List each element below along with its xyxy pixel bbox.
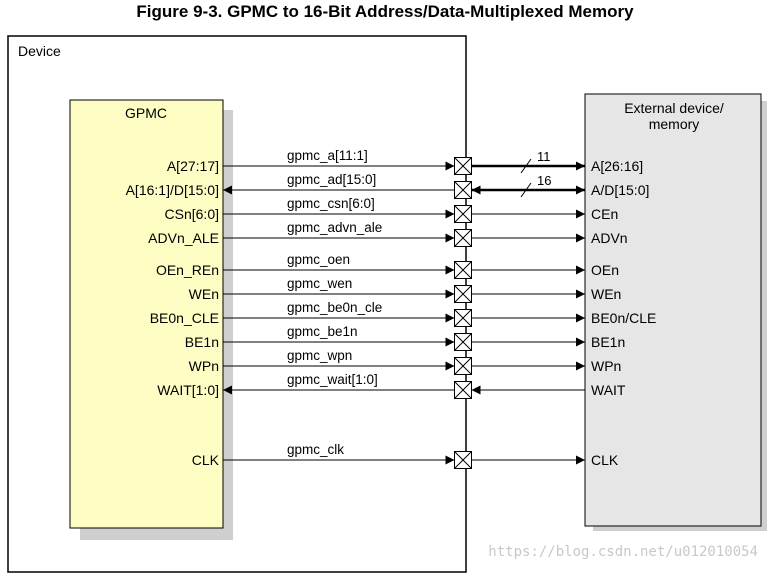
io-pad-cross	[454, 285, 472, 303]
signal-name: gpmc_wen	[287, 276, 352, 291]
signal-name: gpmc_clk	[287, 442, 344, 457]
gpmc-pin-label: ADVn_ALE	[148, 230, 219, 246]
signal-name: gpmc_be1n	[287, 324, 358, 339]
external-device-block	[584, 93, 762, 527]
gpmc-pin-label: A[27:17]	[167, 158, 219, 174]
io-pad-cross	[454, 357, 472, 375]
gpmc-pin-label: WAIT[1:0]	[157, 382, 219, 398]
gpmc-pin-label: WEn	[189, 286, 219, 302]
gpmc-pin-label: WPn	[189, 358, 219, 374]
external-pin-label: OEn	[591, 262, 619, 278]
io-pad-cross	[454, 333, 472, 351]
external-pin-label: ADVn	[591, 230, 628, 246]
signal-name: gpmc_be0n_cle	[287, 300, 382, 315]
external-label-line2: memory	[649, 116, 700, 132]
io-pad-cross	[454, 451, 472, 469]
external-pin-label: CEn	[591, 206, 618, 222]
gpmc-pin-label: CLK	[192, 452, 220, 468]
io-pad-cross	[454, 181, 472, 199]
external-pin-label: BE1n	[591, 334, 625, 350]
signal-name: gpmc_wpn	[287, 348, 352, 363]
external-pin-label: WEn	[591, 286, 621, 302]
io-pad-cross	[454, 229, 472, 247]
signal-name: gpmc_advn_ale	[287, 220, 382, 235]
gpmc-pin-label: BE0n_CLE	[150, 310, 219, 326]
gpmc-pin-label: BE1n	[185, 334, 219, 350]
signal-name: gpmc_csn[6:0]	[287, 196, 375, 211]
external-pin-label: BE0n/CLE	[591, 310, 656, 326]
gpmc-pin-label: A[16:1]/D[15:0]	[126, 182, 219, 198]
signal-name: gpmc_ad[15:0]	[287, 172, 376, 187]
external-pin-label: CLK	[591, 452, 619, 468]
bus-width-label: 16	[537, 173, 551, 188]
figure-title: Figure 9-3. GPMC to 16-Bit Address/Data-…	[136, 2, 634, 21]
external-label-line1: External device/	[624, 100, 724, 116]
bus-width-label: 11	[537, 149, 551, 164]
gpmc-label: GPMC	[125, 105, 167, 121]
bus-slash	[520, 182, 532, 198]
io-pad-cross	[454, 205, 472, 223]
device-label: Device	[18, 43, 61, 59]
bus-slash	[520, 158, 532, 174]
gpmc-pin-label: OEn_REn	[156, 262, 219, 278]
io-pad-cross	[454, 157, 472, 175]
io-pad-cross	[454, 309, 472, 327]
io-pad-cross	[454, 261, 472, 279]
gpmc-pin-label: CSn[6:0]	[165, 206, 219, 222]
watermark: https://blog.csdn.net/u012010054	[488, 544, 758, 560]
external-pin-label: A/D[15:0]	[591, 182, 649, 198]
signal-name: gpmc_oen	[287, 252, 350, 267]
gpmc-block	[69, 99, 224, 529]
signal-name: gpmc_wait[1:0]	[287, 372, 378, 387]
signal-name: gpmc_a[11:1]	[287, 148, 368, 163]
external-pin-label: A[26:16]	[591, 158, 643, 174]
io-pad-cross	[454, 381, 472, 399]
external-pin-label: WPn	[591, 358, 621, 374]
signal-lines: A[27:17] gpmc_a[11:1] 11A[26:16] A[16:1]/D[…	[126, 148, 656, 469]
external-pin-label: WAIT	[591, 382, 626, 398]
